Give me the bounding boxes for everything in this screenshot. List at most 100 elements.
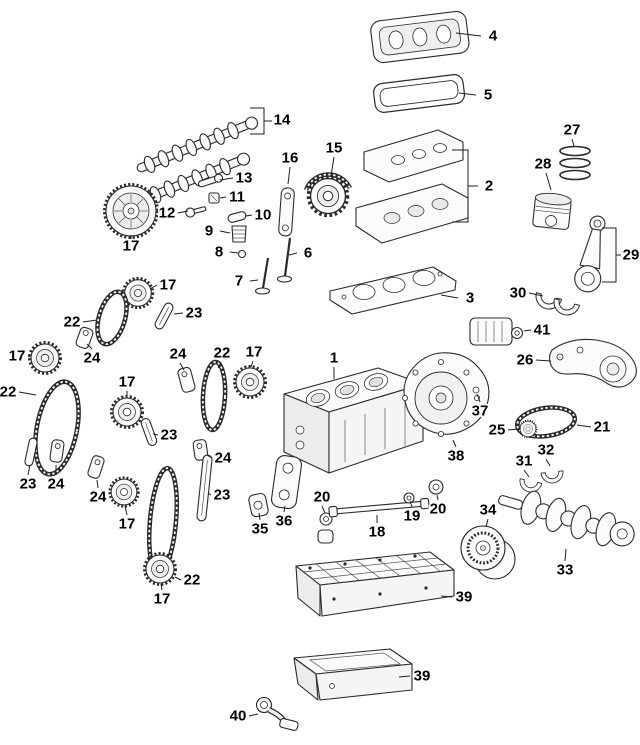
callout-17: 17 <box>246 344 263 361</box>
callout-leader <box>283 505 286 513</box>
callout-leader <box>545 458 551 467</box>
piston <box>532 192 572 230</box>
callout-23: 23 <box>20 476 37 493</box>
callout-leader <box>18 391 37 396</box>
callout-22: 22 <box>0 384 16 401</box>
callout-leader <box>321 505 326 514</box>
camshaft-gear-large <box>103 183 159 239</box>
callout-24: 24 <box>48 476 65 493</box>
callout-12: 12 <box>159 205 176 222</box>
callout-7: 7 <box>235 273 243 290</box>
callout-leader <box>152 433 159 436</box>
callout-13: 13 <box>236 170 253 187</box>
callout-27: 27 <box>564 122 581 139</box>
rear-seal-retainer <box>548 338 637 388</box>
part-10-pin <box>227 211 247 223</box>
timing-chain-c <box>33 379 81 477</box>
callout-2: 2 <box>485 178 493 195</box>
part-35-cover <box>248 492 269 518</box>
engine-block <box>283 367 424 474</box>
callout-leader <box>249 279 259 282</box>
callout-23: 23 <box>214 487 231 504</box>
piston-rings <box>559 145 591 181</box>
callout-leader <box>523 469 530 478</box>
valve-cover <box>370 10 470 64</box>
callout-leader <box>219 230 231 234</box>
callout-39: 39 <box>414 668 431 685</box>
chain-guide-c <box>24 437 38 467</box>
callout-8: 8 <box>215 244 223 261</box>
callout-leader <box>27 464 31 476</box>
callout-33: 33 <box>557 562 574 579</box>
callout-leader <box>219 196 227 199</box>
tensioner-d <box>87 455 105 479</box>
callout-leader <box>507 428 520 431</box>
timing-chain-b <box>200 359 228 433</box>
chain-rail-long <box>196 454 213 522</box>
callout-35: 35 <box>252 521 269 538</box>
valve-b <box>276 237 293 283</box>
part-16-flange <box>278 187 295 237</box>
callout-leader <box>149 284 158 290</box>
callout-5: 5 <box>484 87 492 104</box>
callout-17: 17 <box>9 348 26 365</box>
callout-leader <box>174 576 182 581</box>
valve-seal <box>237 249 247 259</box>
callout-20: 20 <box>430 501 447 518</box>
oil-pump-shaft <box>328 497 430 518</box>
callout-15: 15 <box>326 140 343 157</box>
callout-17: 17 <box>160 277 177 294</box>
callout-leader <box>96 479 99 489</box>
callout-29: 29 <box>623 247 640 264</box>
timing-chain-e <box>514 405 578 439</box>
callouts-layer: 4523272829304126212514131615121110987617… <box>0 26 640 726</box>
connecting-rod <box>574 215 606 293</box>
callout-39: 39 <box>456 589 473 606</box>
callout-leader <box>206 454 213 459</box>
callout-17: 17 <box>119 374 136 391</box>
callout-34: 34 <box>480 502 497 519</box>
callout-leader <box>248 713 259 717</box>
callout-leader <box>124 505 128 516</box>
callout-24: 24 <box>170 346 187 363</box>
callout-24: 24 <box>215 450 232 467</box>
part-19-washer <box>403 492 415 504</box>
callout-26: 26 <box>517 352 534 369</box>
valve-spring <box>231 225 247 243</box>
part-12-bolt <box>185 206 207 218</box>
callout-leader <box>160 583 163 591</box>
callout-leader <box>173 312 184 315</box>
callout-leader <box>535 359 552 362</box>
rod-bearing-shells <box>532 292 581 319</box>
chain-guide-b <box>140 418 158 446</box>
callout-leader <box>485 518 489 528</box>
callout-leader <box>436 494 439 501</box>
oil-pickup-tube <box>255 696 299 731</box>
callout-leader <box>245 214 253 217</box>
callout-leader <box>545 172 552 191</box>
callout-22: 22 <box>64 314 81 331</box>
tensioner-b <box>177 366 196 393</box>
part-36-cover <box>270 455 303 510</box>
sprocket-17g <box>143 552 177 586</box>
callout-leader <box>82 319 98 323</box>
callout-16: 16 <box>282 150 299 167</box>
sprocket-17e <box>110 395 144 429</box>
callout-bracket <box>602 227 617 283</box>
callout-22: 22 <box>184 572 201 589</box>
callout-17: 17 <box>123 238 140 255</box>
timing-cover <box>401 352 490 437</box>
callout-31: 31 <box>516 453 533 470</box>
sprocket-17c <box>28 341 62 375</box>
callout-leader <box>440 294 459 299</box>
callout-leader <box>86 343 93 350</box>
callout-leader <box>458 92 477 96</box>
callout-28: 28 <box>535 156 552 173</box>
chain-guide-a <box>154 302 174 330</box>
tensioner-e <box>192 439 209 461</box>
callout-leader <box>476 393 481 403</box>
callout-leader <box>27 355 31 358</box>
callout-leader <box>219 177 234 181</box>
tensioner-a <box>75 326 94 349</box>
valve-a <box>254 257 271 295</box>
